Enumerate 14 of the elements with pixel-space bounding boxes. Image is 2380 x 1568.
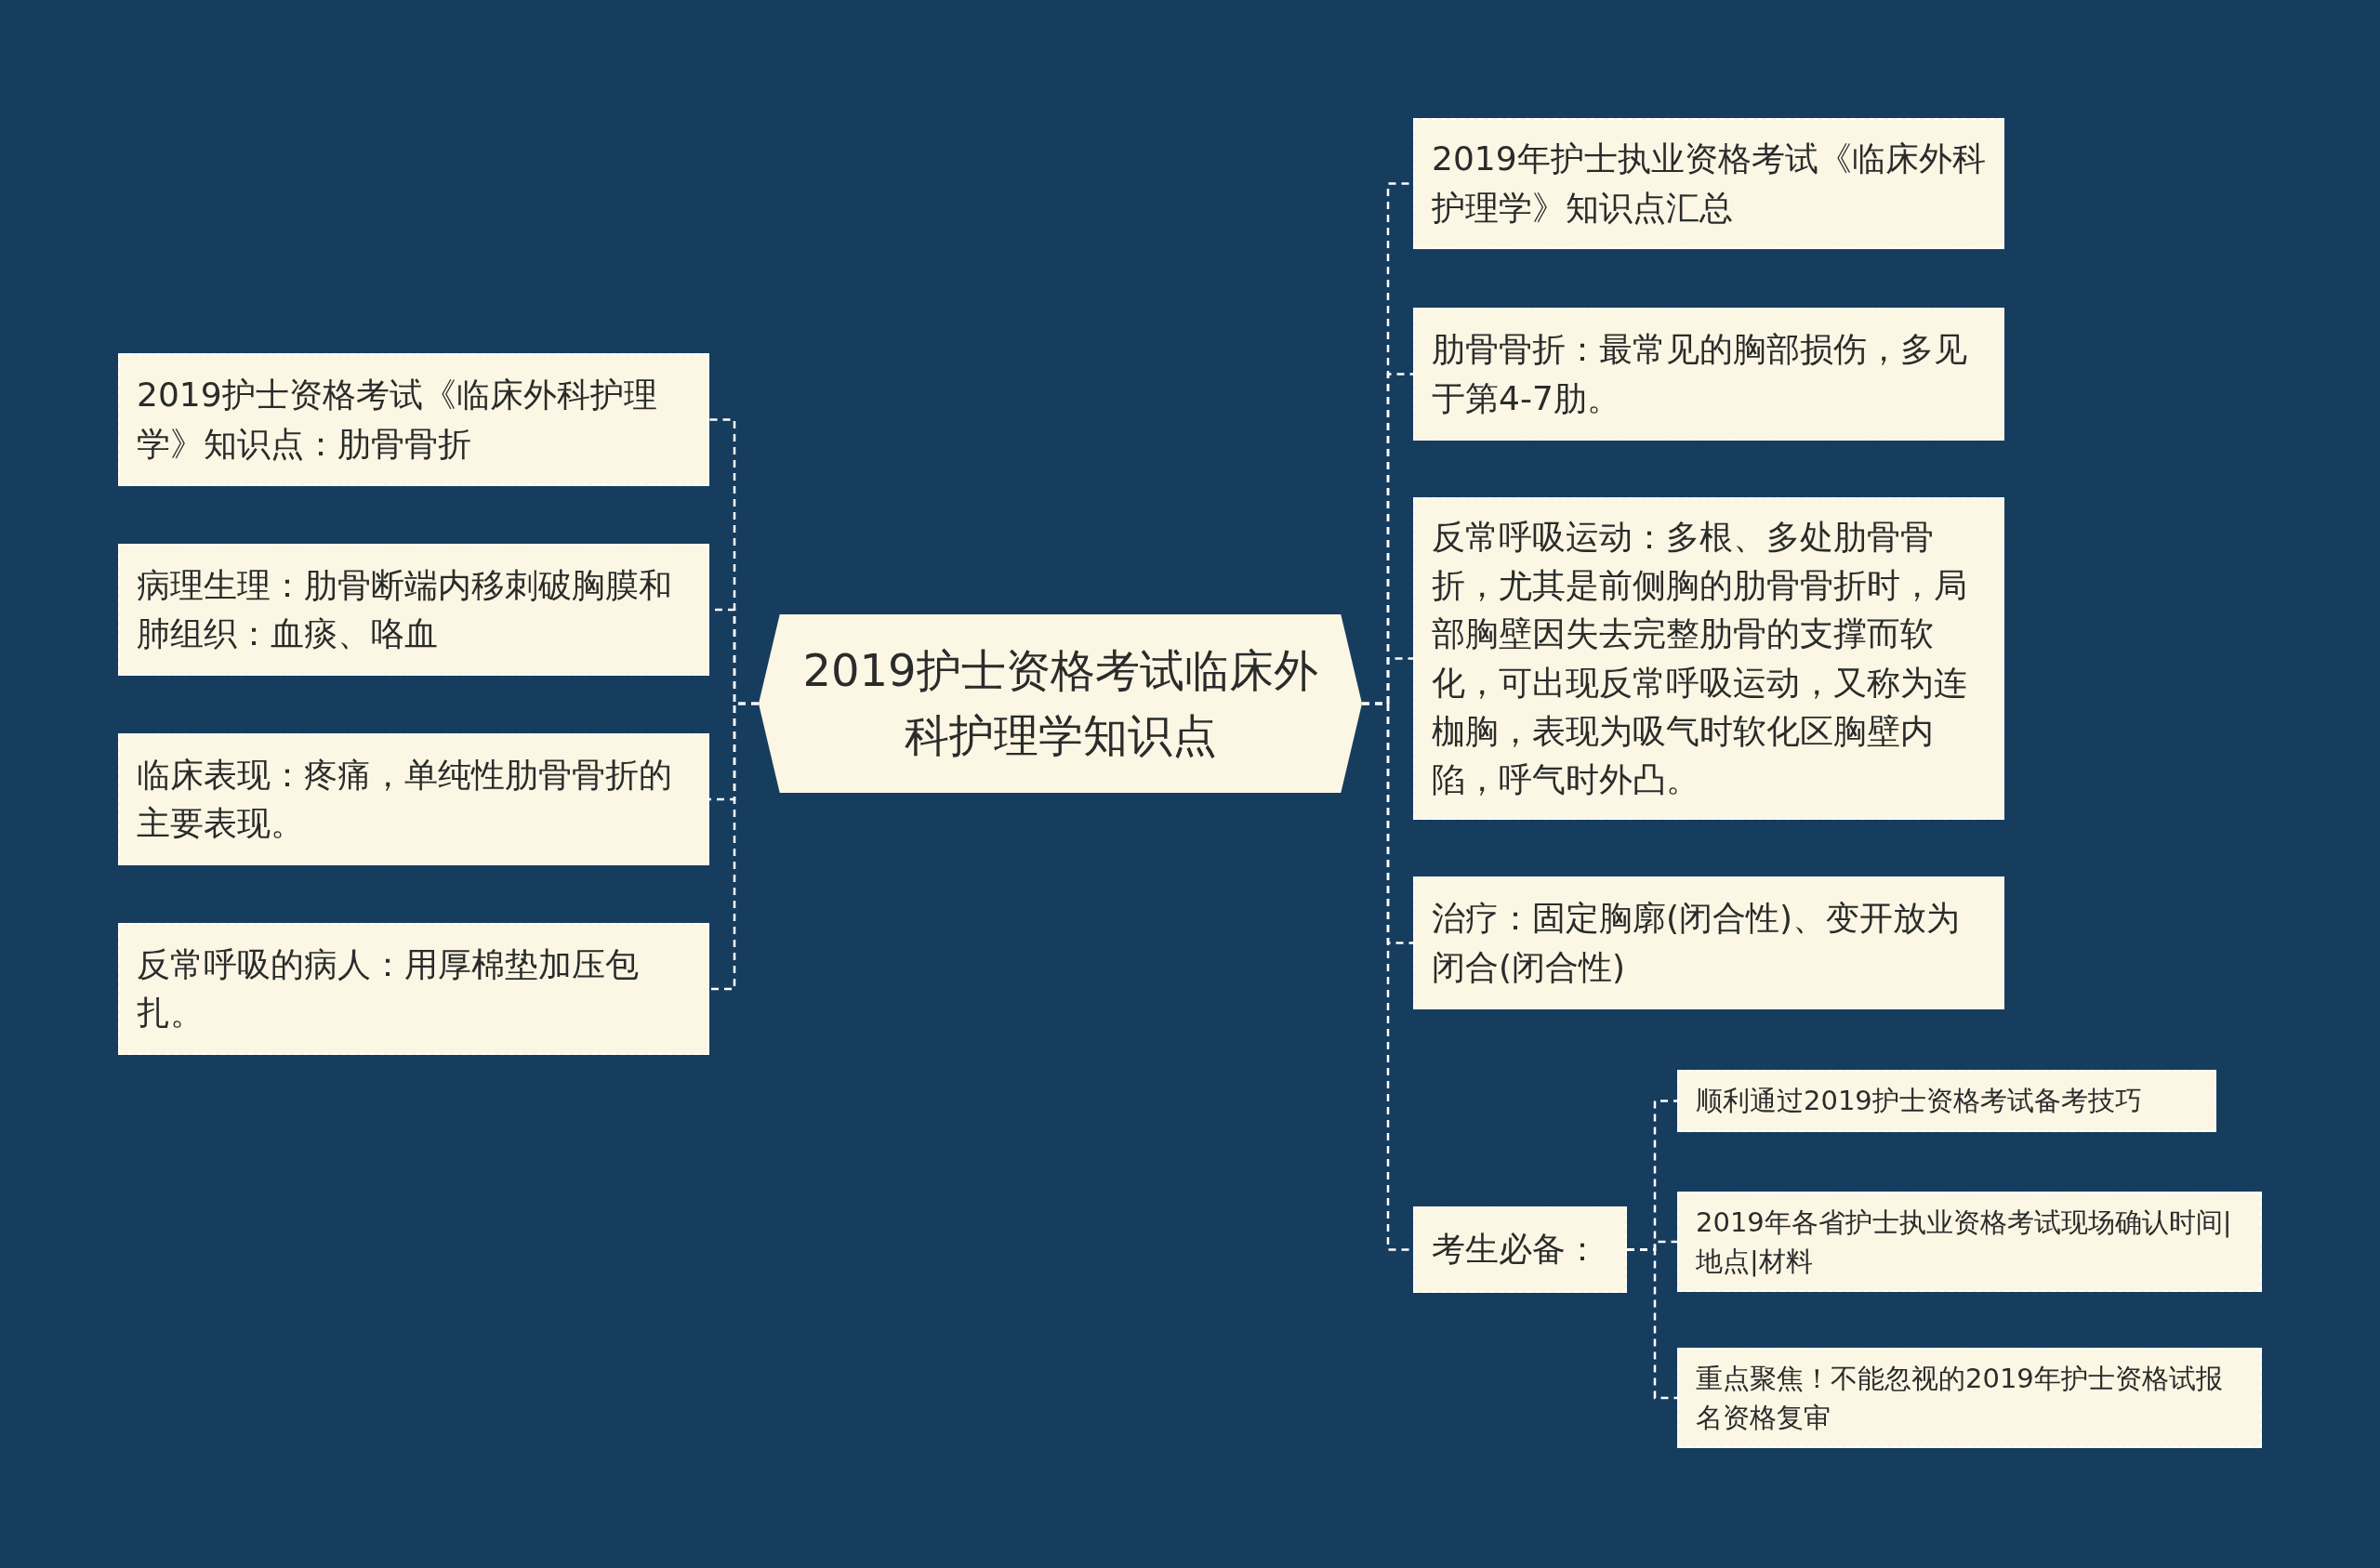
topic-box: 临床表现：疼痛，单纯性肋骨骨折的主要表现。 [118, 733, 709, 865]
topic-box: 考生必备： [1413, 1206, 1627, 1293]
topic-box: 病理生理：肋骨断端内移刺破胸膜和肺组织：血痰、咯血 [118, 544, 709, 676]
subtopic-box: 顺利通过2019护士资格考试备考技巧 [1677, 1070, 2216, 1132]
subtopic-box: 重点聚焦！不能忽视的2019年护士资格试报名资格复审 [1677, 1348, 2262, 1448]
topic-box: 肋骨骨折：最常见的胸部损伤，多见于第4-7肋。 [1413, 308, 2004, 441]
connector-line [709, 702, 759, 991]
topic-box: 反常呼吸的病人：用厚棉垫加压包扎。 [118, 923, 709, 1055]
topic-box: 2019护士资格考试《临床外科护理学》知识点：肋骨骨折 [118, 353, 709, 486]
topic-box: 反常呼吸运动：多根、多处肋骨骨折，尤其是前侧胸的肋骨骨折时，局部胸壁因失去完整肋骨的支撑而软化，可出现反常呼吸运动，又称为连枷胸，表现为吸气时软化区胸壁内陷，呼气时外凸。 [1413, 497, 2004, 820]
connector-line [1627, 1248, 1677, 1400]
topic-box: 治疗：固定胸廓(闭合性)、变开放为闭合(闭合性) [1413, 876, 2004, 1009]
subtopic-box: 2019年各省护士执业资格考试现场确认时间|地点|材料 [1677, 1192, 2262, 1292]
topic-box: 2019年护士执业资格考试《临床外科护理学》知识点汇总 [1413, 118, 2004, 249]
